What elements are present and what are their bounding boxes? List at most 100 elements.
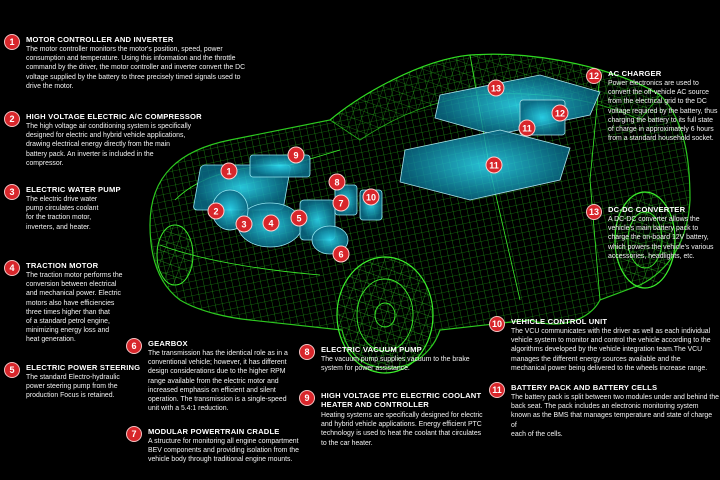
callout-title: MODULAR POWERTRAIN CRADLE [148,427,280,436]
line: algorithms developed by the vehicle inte… [511,346,703,354]
line: each of the cells. [511,430,563,438]
callout-body: The electric drive water pump circulates… [26,195,98,232]
marker-11b: 11 [485,156,503,174]
callout-body: A DC-DC converter allows the vehicle's m… [608,215,714,261]
svg-text:12: 12 [555,109,565,119]
line: and hybrid vehicle applications. Energy … [321,421,482,429]
line: increased emphasis on efficient and sile… [148,386,276,394]
callout-title: BATTERY PACK AND BATTERY CELLS [511,383,658,392]
line: range available from the electric motor … [148,377,279,385]
callout-vehicle-control-unit: 10 VEHICLE CONTROL UNIT The VCU communic… [489,316,719,374]
callout-body: The high voltage air conditioning system… [26,122,191,168]
callout-number: 11 [489,382,505,398]
line: three times higher than that [26,308,110,316]
line: charge the on-board 12V battery, [608,234,709,242]
line: from a standard household socket. [608,135,714,143]
line: Heating systems are specifically designe… [321,412,483,419]
line: vehicle system to monitor and control th… [511,337,711,345]
line: heat generation. [26,336,76,344]
svg-text:2: 2 [213,207,218,217]
callout-number: 10 [489,316,505,332]
callout-water-pump: 3 ELECTRIC WATER PUMP The electric drive… [4,184,134,234]
line: accessories, headlights, etc. [608,252,695,260]
rear-wheel [614,191,676,289]
svg-text:9: 9 [293,151,298,161]
callout-title: GEARBOX [148,339,188,348]
callout-number: 4 [4,260,20,276]
line: design considerations due to the higher … [148,368,286,376]
callout-number: 5 [4,362,20,378]
line: vehicle's main battery pack to [608,225,699,233]
callout-dc-dc-converter: 13 DC-DC CONVERTER A DC-DC converter all… [586,204,720,264]
svg-text:13: 13 [491,84,501,94]
line: The motor controller monitors the motor'… [26,46,223,53]
callout-title: HIGH VOLTAGE PTC ELECTRIC COOLANT HEATER… [321,391,482,409]
powertrain-components [193,154,383,255]
callout-body: The standard Electro-hydraulic power ste… [26,373,120,401]
callout-number: 7 [126,426,142,442]
callout-number: 1 [4,34,20,50]
callout-body: The motor controller monitors the motor'… [26,45,245,91]
callout-body: The VCU communicates with the driver as … [511,327,711,373]
line: compressor. [26,159,64,167]
svg-text:3: 3 [241,220,246,230]
callout-body: The traction motor performs the conversi… [26,271,123,345]
line: The electric drive water [26,196,98,203]
svg-text:11: 11 [522,124,532,134]
line: The battery pack is split between two mo… [511,394,719,401]
line: voltage supplied by the battery to three… [26,73,241,81]
callout-title: ELECTRIC POWER STEERING [26,363,141,372]
line: unit with a 5.4:1 reduction. [148,405,229,413]
line: The standard Electro-hydraulic [26,374,120,381]
callout-title: HIGH VOLTAGE ELECTRIC A/C COMPRESSOR [26,112,202,121]
svg-text:1: 1 [226,167,231,177]
line: drawing electrical energy directly from … [26,141,170,149]
svg-text:7: 7 [338,199,343,209]
line: A structure for monitoring all engine co… [148,438,299,445]
svg-text:8: 8 [334,178,339,188]
callout-ptc-heater: 9 HIGH VOLTAGE PTC ELECTRIC COOLANT HEAT… [299,390,499,450]
line: The high voltage air conditioning system… [26,123,192,130]
line: for the traction motor, [26,214,92,222]
callout-vacuum-pump: 8 ELECTRIC VACUUM PUMP The vacuum pump s… [299,344,489,374]
component-markers: 13 12 11 11 9 1 8 7 10 2 3 4 5 6 [207,79,569,263]
front-left-wheel [156,224,194,286]
callout-body: A structure for monitoring all engine co… [148,437,299,465]
line: motors also have efficiencies [26,299,115,307]
line: production Focus is retained. [26,392,115,400]
callout-power-steering: 5 ELECTRIC POWER STEERING The standard E… [4,362,140,402]
callout-title: MOTOR CONTROLLER AND INVERTER [26,35,174,44]
line: command by the driver, the motor control… [26,64,246,72]
callout-ac-compressor: 2 HIGH VOLTAGE ELECTRIC A/C COMPRESSOR T… [4,111,204,169]
svg-text:10: 10 [366,193,376,203]
callout-number: 6 [126,338,142,354]
callout-number: 9 [299,390,315,406]
line: A DC-DC converter allows the [608,216,700,223]
callout-ac-charger: 12 AC CHARGER Power electronics are used… [586,68,720,148]
line: technology is used to heat the coolant t… [321,430,482,438]
line: mechanical power being delivered to the … [511,364,708,372]
callout-number: 3 [4,184,20,200]
line: voltage required by the battery, thus [608,107,718,115]
line: BEV components and providing isolation f… [148,447,299,455]
line: minimizing energy loss and [26,327,110,335]
line: The traction motor performs the [26,272,123,279]
line: known as the BMS that manages temperatur… [511,412,713,429]
svg-text:5: 5 [296,214,301,224]
marker-4: 4 [262,214,280,232]
line: designed for electric and hybrid vehicle… [26,132,186,140]
callout-body: The transmission has the identical role … [148,349,288,413]
callout-title: TRACTION MOTOR [26,261,99,270]
line: system for power assistance. [321,365,410,373]
line: The VCU communicates with the driver as … [511,328,711,335]
line: and mechanical power. Electric [26,290,121,298]
callout-gearbox: 6 GEARBOX The transmission has the ident… [126,338,306,416]
marker-5: 5 [290,209,308,227]
marker-6: 6 [332,245,350,263]
line: to the car heater. [321,439,373,447]
marker-2: 2 [207,202,225,220]
line: battery pack. An inverter is included in… [26,150,154,158]
line: power steering pump from the [26,383,118,391]
svg-text:11: 11 [489,161,499,171]
